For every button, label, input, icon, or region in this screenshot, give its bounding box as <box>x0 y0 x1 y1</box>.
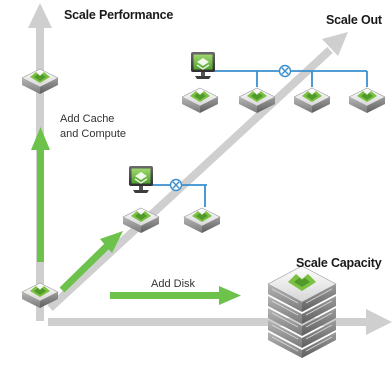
storage-node-icon <box>181 87 219 114</box>
diagonal-axis-arrow <box>47 32 348 311</box>
green-arrow-diagonal <box>59 231 123 293</box>
scale-performance-label: Scale Performance <box>64 8 174 22</box>
green-arrow-right <box>110 286 241 305</box>
green-arrow-up <box>31 127 50 262</box>
storage-node-icon <box>183 207 221 234</box>
network-switch-icon <box>278 64 292 78</box>
network-switch-icon <box>169 178 183 192</box>
add-cache-line-2: and Compute <box>60 127 127 140</box>
scale-capacity-label: Scale Capacity <box>296 256 382 270</box>
add-cache-line-1: Add Cache <box>60 113 115 125</box>
storage-node-icon <box>348 87 386 114</box>
horizontal-axis-arrow <box>48 309 392 335</box>
add-disk-label: Add Disk <box>151 278 196 290</box>
scale-out-label: Scale Out <box>326 13 382 27</box>
storage-array-icon <box>267 265 337 358</box>
storage-node-icon <box>21 68 59 95</box>
add-cache-compute-label: Add Cache and Compute <box>60 112 126 142</box>
storage-node-icon <box>293 87 331 114</box>
monitor-icon <box>128 165 154 194</box>
monitor-icon <box>190 51 216 80</box>
